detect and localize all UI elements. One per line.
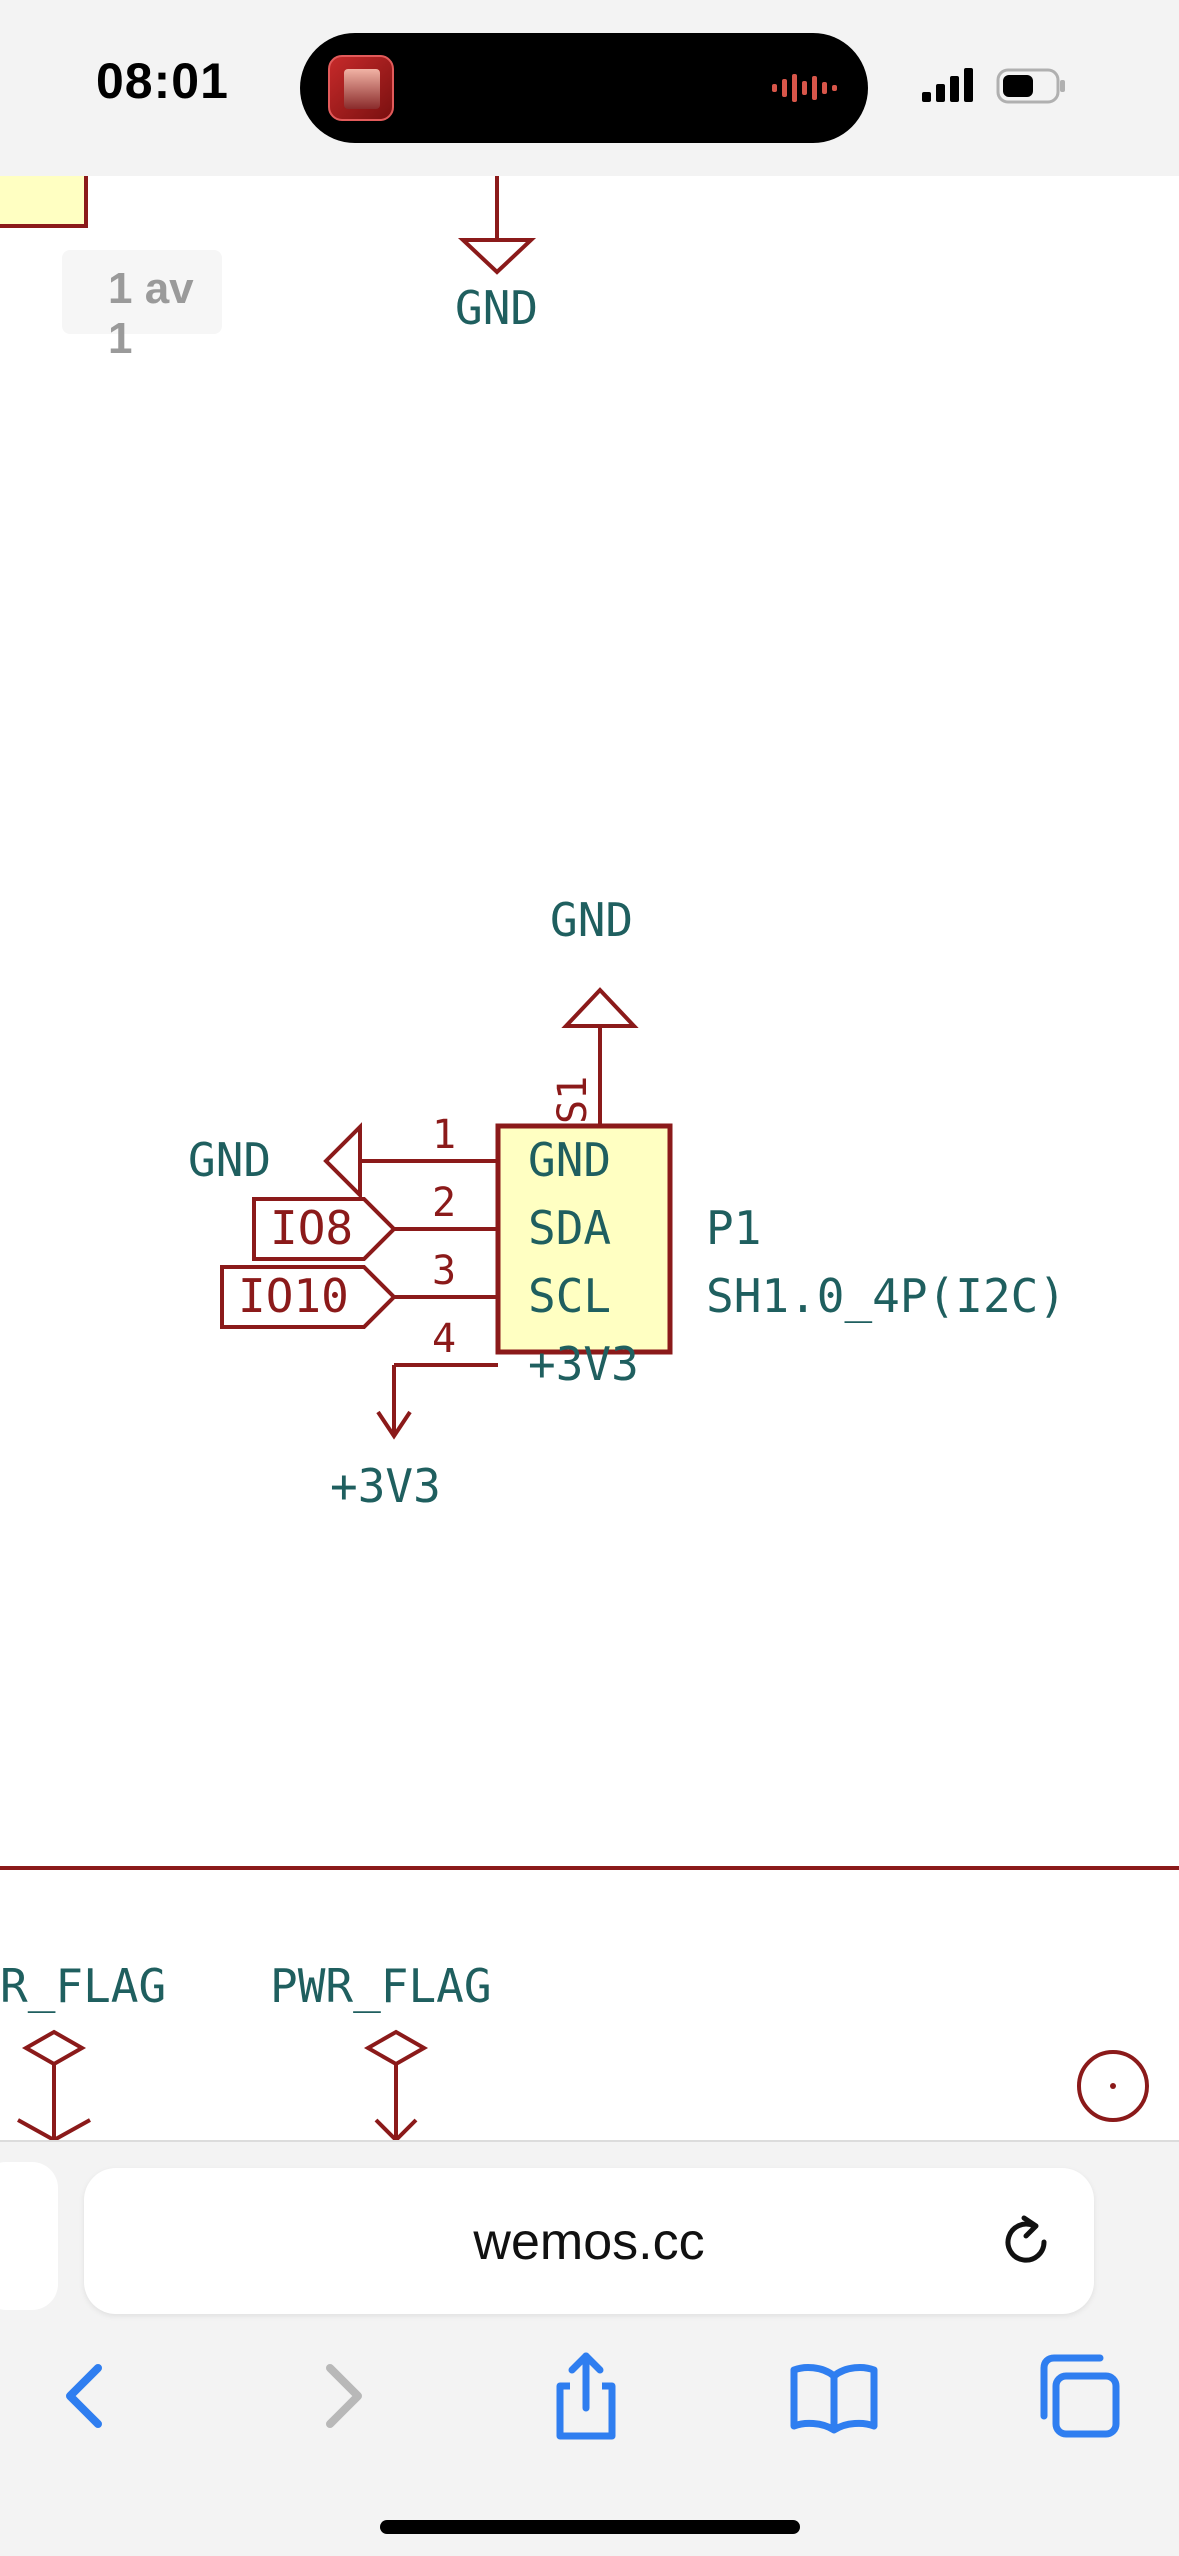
reload-icon[interactable] bbox=[994, 2210, 1058, 2274]
pin-number-4: 4 bbox=[432, 1316, 456, 1362]
tabs-icon[interactable] bbox=[1030, 2346, 1130, 2446]
bookmarks-icon[interactable] bbox=[784, 2346, 884, 2446]
status-time: 08:01 bbox=[96, 53, 229, 109]
dynamic-island[interactable] bbox=[300, 33, 868, 143]
cellular-signal-icon bbox=[922, 68, 973, 102]
status-bar: 08:01 bbox=[0, 0, 1179, 176]
back-icon[interactable] bbox=[36, 2346, 136, 2446]
power-3v3-symbol bbox=[376, 1410, 412, 1440]
share-icon[interactable] bbox=[536, 2346, 636, 2446]
component-value: SH1.0_4P(I2C) bbox=[706, 1269, 1066, 1323]
gnd-symbol-connector-top bbox=[561, 987, 639, 1126]
origin-marker-icon bbox=[1077, 2050, 1149, 2122]
pin-wires bbox=[360, 1159, 498, 1426]
pin-name-4: +3V3 bbox=[528, 1337, 639, 1391]
forward-icon[interactable] bbox=[292, 2346, 392, 2446]
now-playing-app-icon[interactable] bbox=[328, 55, 394, 121]
connector-p1-body[interactable] bbox=[495, 1123, 673, 1355]
browser-bottom-bar: wemos.cc bbox=[0, 2140, 1179, 2556]
pwr-flag-symbols bbox=[17, 2029, 429, 2140]
battery-icon bbox=[996, 68, 1065, 104]
home-indicator[interactable] bbox=[380, 2520, 800, 2534]
gnd-label-connector-top: GND bbox=[550, 893, 633, 947]
gnd-symbol-left bbox=[323, 1122, 362, 1200]
flag-label-left: R_FLAG bbox=[0, 1959, 166, 2013]
url-text[interactable]: wemos.cc bbox=[473, 2213, 705, 2271]
flag-label-right: PWR_FLAG bbox=[270, 1959, 492, 2013]
now-playing-waveform-icon bbox=[772, 74, 837, 102]
previous-tab-edge[interactable] bbox=[0, 2162, 58, 2310]
pin-name-3: SCL bbox=[528, 1269, 611, 1323]
shield-pin-label: S1 bbox=[550, 1076, 596, 1124]
gnd-symbol-top bbox=[457, 176, 537, 275]
net-label-io8: IO8 bbox=[270, 1201, 353, 1255]
component-ref: P1 bbox=[706, 1201, 761, 1255]
pin-name-2: SDA bbox=[528, 1201, 611, 1255]
gnd-label-left: GND bbox=[188, 1133, 271, 1187]
net-label-shapes bbox=[220, 1197, 397, 1329]
power-3v3-label: +3V3 bbox=[330, 1459, 441, 1513]
pin-number-3: 3 bbox=[432, 1248, 456, 1294]
pin-number-2: 2 bbox=[432, 1180, 456, 1226]
page-indicator-text: 1 av 1 bbox=[108, 264, 194, 363]
page-indicator: 1 av 1 bbox=[62, 250, 222, 363]
schematic-canvas[interactable]: GND GND S1 GND SDA SCL +3V3 1 2 3 4 GND … bbox=[0, 176, 1179, 2140]
pin-number-1: 1 bbox=[432, 1112, 456, 1158]
schematic-partial-block bbox=[0, 176, 88, 228]
gnd-label-top: GND bbox=[455, 281, 538, 335]
address-bar[interactable]: wemos.cc bbox=[84, 2168, 1094, 2314]
pin-name-1: GND bbox=[528, 1133, 611, 1187]
net-label-io10: IO10 bbox=[238, 1269, 349, 1323]
